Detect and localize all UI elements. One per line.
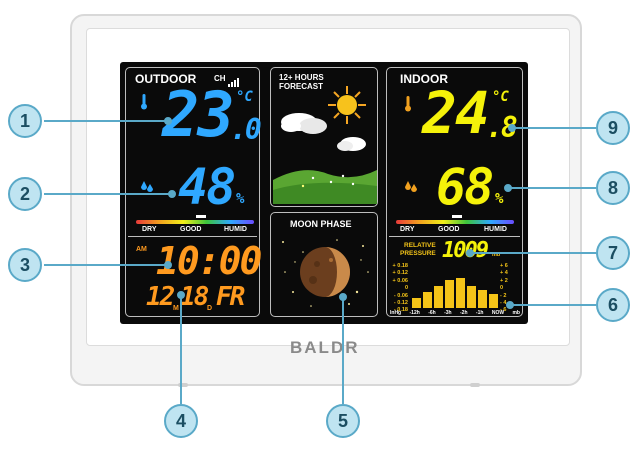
mb-tick: 0 (500, 285, 504, 292)
date-month: 12 (146, 282, 175, 312)
indoor-thermometer-icon (404, 96, 412, 112)
pressure-label-line2: PRESSURE (400, 250, 436, 257)
brand-logo: BALDR (290, 338, 360, 357)
outdoor-divider (128, 236, 257, 237)
pressure-bar (412, 298, 421, 308)
callout-4: 4 (164, 404, 198, 438)
indoor-humidity-unit: % (495, 191, 504, 207)
callout-6: 6 (596, 288, 630, 322)
indoor-divider (389, 236, 520, 237)
callout-8: 8 (596, 171, 630, 205)
callout-3: 3 (8, 248, 42, 282)
pressure-bar (467, 286, 476, 308)
pressure-unit: mb (492, 252, 501, 258)
outdoor-temperature: 23 (162, 78, 235, 151)
callout-5: 5 (326, 404, 360, 438)
forecast-title-line2: FORECAST (279, 82, 323, 91)
inhg-tick: - 0.18 (393, 307, 408, 314)
outdoor-comfort-indicator (196, 215, 206, 218)
axis-label-now: NOW (491, 310, 505, 316)
mb-tick: + 6 (500, 263, 508, 269)
clock-am-pm: AM (136, 246, 147, 253)
axis-label: -2h (460, 310, 468, 316)
forecast-title-line1: 12+ HOURS (279, 73, 324, 82)
pressure-value: 1009 (442, 238, 489, 263)
pressure-bar (434, 286, 443, 308)
mb-tick: + 2 (500, 277, 508, 284)
indoor-comfort-dry: DRY (400, 226, 415, 233)
lcd-screen: OUTDOOR CH 23 °C .0 48 % DRY GOOD HUMID … (120, 62, 528, 324)
device-foot-left (178, 383, 188, 387)
moon-phase-icon (273, 232, 377, 314)
axis-label: -6h (428, 310, 436, 316)
axis-label-mb: mb (512, 310, 520, 316)
mb-tick: - 6 (500, 307, 507, 314)
axis-label-inhg: InHg (390, 310, 402, 316)
outdoor-title: OUTDOOR (135, 72, 197, 86)
axis-label: -3h (444, 310, 452, 316)
outdoor-comfort-good: GOOD (180, 226, 202, 233)
inhg-tick: + 0.18 (392, 263, 408, 269)
axis-label: -12h (409, 310, 420, 316)
indoor-comfort-good: GOOD (438, 226, 460, 233)
indoor-comfort-indicator (452, 215, 462, 218)
pressure-axis-labels: InHg -12h -6h -3h -2h -1h NOW mb (390, 310, 520, 318)
inhg-tick: - 0.12 (393, 300, 408, 307)
indoor-humidity: 68 (436, 158, 494, 216)
outdoor-thermometer-icon (140, 94, 148, 110)
callout-9: 9 (596, 111, 630, 145)
forecast-weather-icon (273, 86, 377, 204)
pressure-bar (456, 278, 465, 308)
date-day: 18 (180, 282, 209, 312)
device-foot-right (470, 383, 480, 387)
clock-time: 10:00 (156, 239, 262, 283)
channel-label: CH (214, 74, 226, 83)
inhg-tick: + 0.06 (392, 277, 408, 284)
forecast-panel (270, 67, 378, 207)
indoor-humidity-icon (404, 180, 418, 192)
date-day-mark: D (207, 305, 213, 312)
indoor-comfort-humid: HUMID (484, 226, 507, 233)
outdoor-panel (125, 67, 260, 317)
pressure-bar (489, 294, 498, 308)
indoor-temperature: 24 (422, 79, 490, 147)
indoor-comfort-bar (396, 220, 514, 224)
pressure-bar (445, 280, 454, 308)
signal-icon (228, 74, 242, 87)
indoor-temp-unit: °C (492, 89, 509, 105)
pressure-bar (423, 292, 432, 308)
moon-phase-panel (270, 212, 378, 317)
date-month-mark: M (173, 305, 179, 312)
indoor-panel (386, 67, 523, 317)
inhg-tick: 0 (404, 285, 408, 292)
pressure-label-line1: RELATIVE (404, 242, 436, 249)
outdoor-temp-decimal: .0 (230, 113, 262, 146)
callout-1: 1 (8, 104, 42, 138)
axis-label: -1h (475, 310, 484, 316)
mb-tick: + 4 (500, 270, 508, 277)
outdoor-comfort-humid: HUMID (224, 226, 247, 233)
outdoor-humidity-icon (140, 180, 154, 192)
date-weekday: FR (216, 282, 245, 312)
pressure-bar (478, 290, 487, 308)
pressure-mb-ticks: + 6 + 4 + 2 0 - 2 - 4 - 6 (500, 263, 516, 315)
outdoor-humidity-unit: % (236, 191, 245, 207)
outdoor-humidity: 48 (178, 158, 236, 216)
indoor-title: INDOOR (400, 72, 448, 86)
outdoor-comfort-bar (136, 220, 254, 224)
pressure-inhg-ticks: + 0.18 + 0.12 + 0.06 0 - 0.06 - 0.12 - 0… (388, 263, 408, 315)
mb-tick: - 2 (500, 292, 507, 299)
inhg-tick: + 0.12 (392, 270, 408, 277)
pressure-history-graph (412, 268, 498, 308)
callout-2: 2 (8, 177, 42, 211)
inhg-tick: - 0.06 (393, 292, 408, 299)
outdoor-comfort-dry: DRY (142, 226, 157, 233)
mb-tick: - 4 (500, 300, 507, 307)
moon-phase-title: MOON PHASE (290, 219, 352, 229)
callout-7: 7 (596, 236, 630, 270)
outdoor-temp-unit: °C (236, 89, 253, 105)
